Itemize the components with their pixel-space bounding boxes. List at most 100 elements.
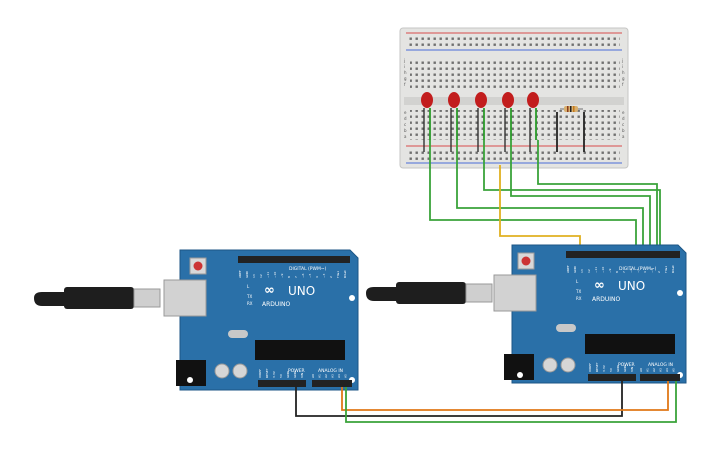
led-5[interactable]	[527, 92, 539, 152]
right-arduino-board[interactable]: ∞ ARDUINO UNO DIGITAL (PWM~) POWER ANALO…	[493, 244, 687, 384]
right-digital-pin-label-1: GND	[573, 265, 577, 273]
right-mount-hole-1	[677, 290, 683, 296]
wire-green-led3[interactable]	[483, 140, 661, 254]
right-power-pin-label-3: 5V	[609, 367, 613, 372]
left-analog-header[interactable]	[312, 380, 352, 387]
left-usb-cable[interactable]	[34, 287, 161, 309]
right-mount-hole-3	[517, 372, 523, 378]
left-mount-hole-1	[349, 295, 355, 301]
bb-bottom-letter-2-1: c	[622, 122, 624, 127]
left-digital-pin-label-10: ~5	[308, 273, 312, 278]
center-channel	[404, 97, 624, 105]
bb-bottom-letter-1-1: d	[622, 116, 625, 121]
right-usb-cable[interactable]	[366, 282, 493, 304]
left-digital-pin-label-6: ~9	[280, 273, 284, 278]
left-digital-pin-label-12: ~3	[322, 273, 326, 278]
left-power-pin-label-6: VIN	[300, 373, 304, 378]
left-model-text: UNO	[288, 284, 315, 298]
resistor[interactable]	[560, 106, 583, 112]
left-analog-pin-label-4: A4	[337, 374, 341, 378]
right-digital-pin-label-11: 4	[643, 271, 647, 273]
left-digital-pin-label-9: ~6	[301, 273, 305, 278]
right-crystal	[556, 324, 576, 332]
bb-top-letter-2-1: h	[622, 70, 625, 75]
right-analog-pin-label-5: A5	[672, 368, 676, 372]
wire-black-gnd-link[interactable]	[295, 381, 623, 417]
bb-top-letter-1-1: i	[622, 64, 623, 69]
right-analog-pin-label-1: A1	[646, 368, 650, 372]
right-power-pin-label-5: GND	[623, 364, 627, 372]
right-capacitor-2	[560, 357, 576, 373]
right-digital-pin-label-9: ~6	[629, 268, 633, 273]
left-usb-jack	[163, 279, 207, 317]
left-digital-label: DIGITAL (PWM~)	[289, 266, 327, 272]
right-microcontroller-chip	[585, 334, 675, 354]
bottom-power-rail-holes	[408, 149, 620, 161]
right-digital-pin-label-7: 8	[615, 271, 619, 273]
right-led-label-l: L	[576, 279, 579, 284]
right-brand-text: ARDUINO	[592, 296, 621, 303]
left-digital-pin-label-15: RX◂0	[343, 270, 347, 278]
wire-green-led5[interactable]	[537, 140, 658, 254]
right-digital-pin-label-6: ~9	[608, 268, 612, 273]
bb-top-letter-4-1: f	[622, 82, 624, 87]
wire-green-led1[interactable]	[429, 140, 637, 254]
right-digital-pin-label-8: 7	[622, 271, 626, 273]
left-reset-icon	[193, 261, 203, 271]
wire-green-led2[interactable]	[456, 140, 644, 254]
right-analog-pin-label-4: A4	[665, 368, 669, 372]
left-digital-header[interactable]	[238, 256, 350, 263]
left-power-label: POWER	[288, 368, 305, 374]
right-power-header[interactable]	[588, 374, 636, 381]
left-crystal	[228, 330, 248, 338]
bb-top-letter-3-1: g	[622, 76, 625, 81]
left-power-pin-label-5: GND	[293, 370, 297, 378]
bb-bottom-letter-4-1: a	[622, 134, 625, 139]
bb-bottom-letter-3-1: b	[622, 128, 625, 133]
right-analog-header[interactable]	[640, 374, 680, 381]
right-infinity-logo-icon: ∞	[594, 278, 605, 293]
left-mount-hole-3	[187, 377, 193, 383]
left-digital-pin-label-13: 2	[329, 276, 333, 278]
right-digital-pin-label-12: ~3	[650, 268, 654, 273]
left-power-header[interactable]	[258, 380, 306, 387]
left-digital-pin-label-0: AREF	[238, 270, 242, 278]
wire-yellow-ground[interactable]	[499, 165, 581, 256]
left-digital-pin-label-8: 7	[294, 276, 298, 278]
left-capacitor-1	[214, 363, 230, 379]
left-power-pin-label-4: GND	[286, 370, 290, 378]
left-digital-pin-label-3: 12	[259, 274, 263, 278]
right-analog-pin-label-2: A2	[652, 368, 656, 372]
left-power-pin-label-2: 3.3V	[272, 370, 276, 378]
left-infinity-logo-icon: ∞	[264, 283, 275, 298]
breadboard[interactable]	[399, 27, 629, 169]
right-analog-pin-label-0: A0	[639, 368, 643, 372]
right-digital-pin-label-4: ~11	[594, 267, 598, 273]
led-4[interactable]	[502, 92, 514, 152]
bb-top-letter-3-0: g	[404, 76, 407, 81]
led-2[interactable]	[448, 92, 460, 152]
left-analog-pin-label-3: A3	[331, 374, 335, 378]
bb-bottom-letter-1-0: d	[404, 116, 407, 121]
left-analog-pin-label-5: A5	[344, 374, 348, 378]
wire-green-led4[interactable]	[510, 140, 651, 254]
left-analog-pin-label-1: A1	[318, 374, 322, 378]
left-power-pin-label-3: 5V	[279, 373, 283, 378]
left-led-label-tx: TX	[246, 294, 252, 299]
right-power-pin-label-2: 3.3V	[602, 364, 606, 372]
wire-green-link[interactable]	[345, 381, 677, 423]
right-analog-label: ANALOG IN	[648, 362, 673, 368]
right-led-label-rx: RX	[576, 296, 582, 301]
board-link-wires	[295, 381, 677, 423]
led-3[interactable]	[475, 92, 487, 152]
left-led-label-l: L	[247, 284, 250, 289]
right-power-label: POWER	[618, 362, 635, 368]
right-digital-header[interactable]	[566, 251, 680, 258]
left-power-pin-label-1: RESET	[265, 368, 269, 378]
wire-orange-link[interactable]	[341, 381, 669, 411]
led-1[interactable]	[421, 92, 433, 152]
right-capacitor-1	[542, 357, 558, 373]
right-power-pin-label-0: IOREF	[588, 363, 592, 372]
left-arduino-board[interactable]: ∞ ARDUINO UNO DIGITAL (PWM~) POWER ANALO…	[163, 249, 359, 391]
